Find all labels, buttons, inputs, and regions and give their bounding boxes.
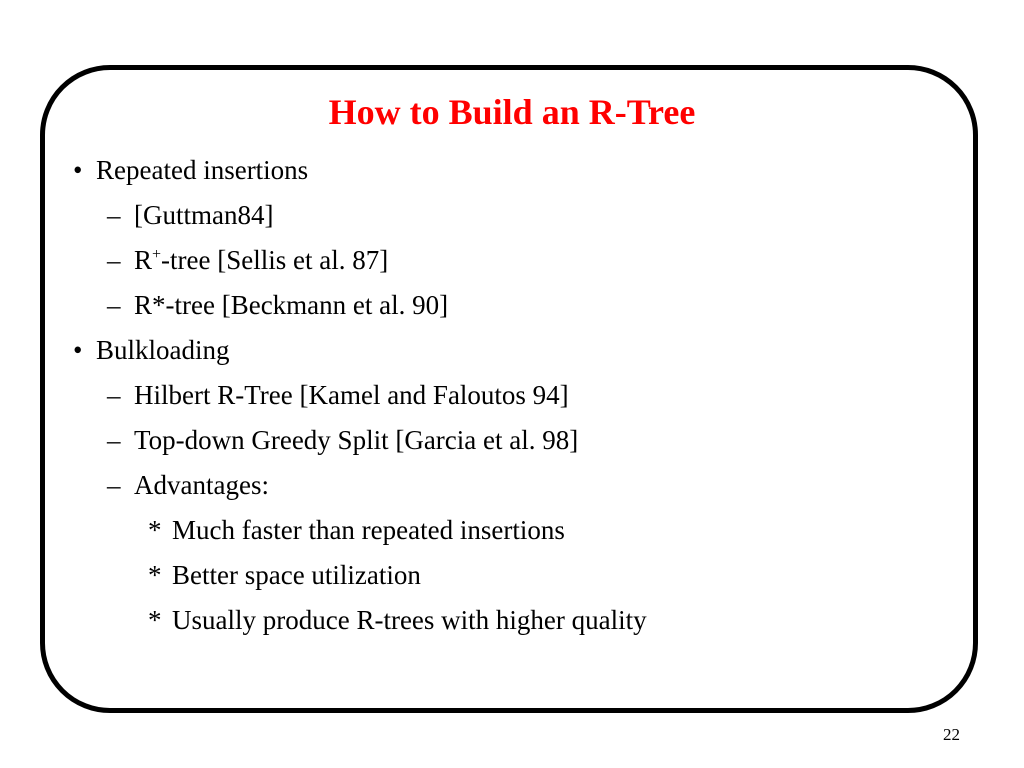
star-marker: * — [148, 605, 162, 635]
sub-sub-item: * Usually produce R-trees with higher qu… — [0, 598, 1024, 643]
dash-marker: – — [107, 470, 121, 500]
dash-marker: – — [107, 290, 121, 320]
dash-marker: – — [107, 245, 121, 275]
rplus-rest: -tree [Sellis et al. 87] — [161, 245, 389, 275]
slide-title: How to Build an R-Tree — [328, 92, 696, 132]
sub-item: – Top-down Greedy Split [Garcia et al. 9… — [0, 418, 1024, 463]
dash-marker: – — [107, 425, 121, 455]
dash-marker: – — [107, 380, 121, 410]
sub-item-text: R*-tree [Beckmann et al. 90] — [134, 290, 449, 320]
sub-item: – R+-tree [Sellis et al. 87] — [0, 238, 1024, 283]
bullet-item: • Repeated insertions — [0, 148, 1024, 193]
slide-frame — [40, 65, 978, 713]
star-marker: * — [148, 560, 162, 590]
sub-item-text: Hilbert R-Tree [Kamel and Faloutos 94] — [134, 380, 569, 410]
sub-item-text: [Guttman84] — [134, 200, 274, 230]
slide-content: • Repeated insertions – [Guttman84] – R+… — [0, 148, 1024, 643]
rplus-superscript: + — [152, 246, 162, 263]
sub-sub-item-text: Usually produce R-trees with higher qual… — [172, 605, 647, 635]
sub-sub-item: * Better space utilization — [0, 553, 1024, 598]
bullet-item: • Bulkloading — [0, 328, 1024, 373]
sub-sub-item: * Much faster than repeated insertions — [0, 508, 1024, 553]
sub-item-text: R+-tree [Sellis et al. 87] — [134, 238, 388, 287]
bullet-marker: • — [73, 335, 83, 365]
sub-item: – Hilbert R-Tree [Kamel and Faloutos 94] — [0, 373, 1024, 418]
bullet-marker: • — [73, 155, 83, 185]
sub-item: – [Guttman84] — [0, 193, 1024, 238]
rplus-r: R — [134, 245, 153, 275]
page-number: 22 — [943, 725, 960, 744]
sub-item-text: Advantages: — [134, 470, 269, 500]
sub-item: – Advantages: — [0, 463, 1024, 508]
sub-item: – R*-tree [Beckmann et al. 90] — [0, 283, 1024, 328]
sub-item-text: Top-down Greedy Split [Garcia et al. 98] — [134, 425, 579, 455]
sub-sub-item-text: Much faster than repeated insertions — [172, 515, 565, 545]
bullet-text: Bulkloading — [96, 335, 230, 365]
star-marker: * — [148, 515, 162, 545]
bullet-text: Repeated insertions — [96, 155, 309, 185]
sub-sub-item-text: Better space utilization — [172, 560, 421, 590]
dash-marker: – — [107, 200, 121, 230]
